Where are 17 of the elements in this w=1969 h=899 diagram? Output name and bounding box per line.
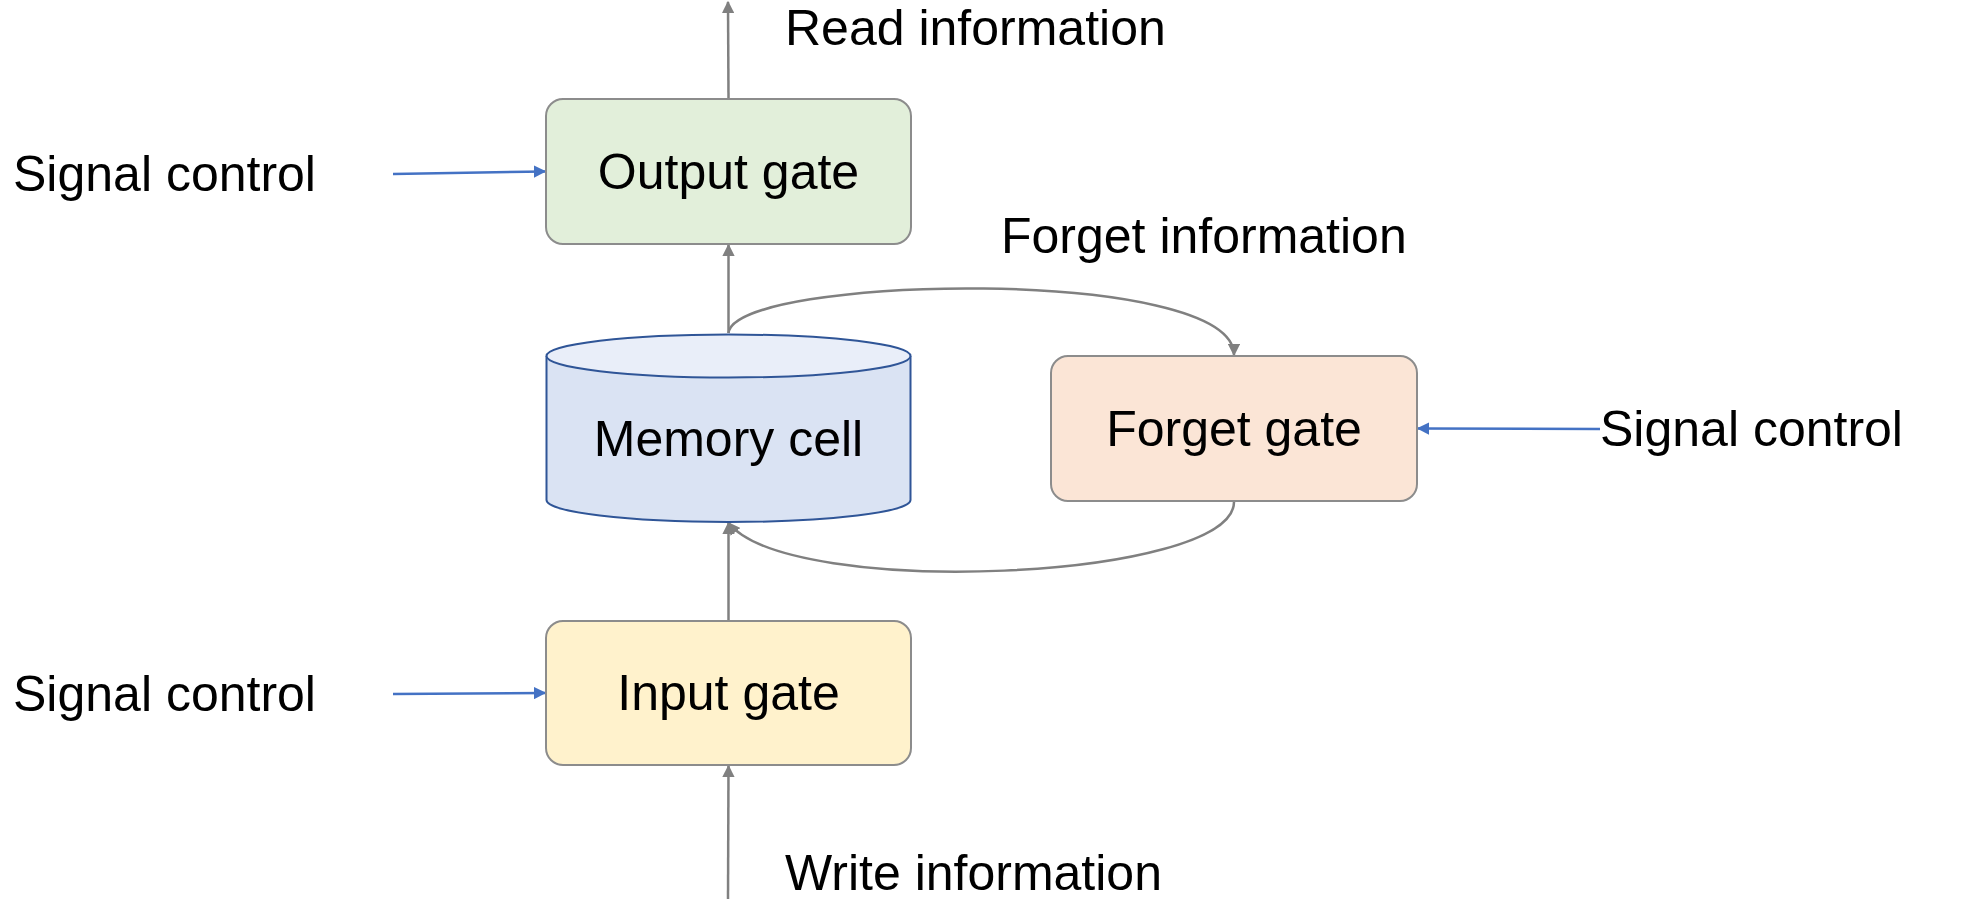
arrow	[721, 0, 735, 98]
curved-arrow	[727, 501, 1236, 573]
text-label: Signal control	[13, 664, 393, 724]
arrow	[392, 165, 547, 178]
arrow	[722, 521, 735, 620]
gate-box	[545, 98, 912, 245]
arrow	[1416, 422, 1600, 435]
arrow	[722, 764, 735, 899]
gate-label: Output gate	[597, 143, 860, 200]
gate-label: Input gate	[617, 665, 840, 721]
arrow	[393, 686, 547, 700]
cylinder-label: Memory cell	[593, 411, 864, 467]
gate-box	[545, 620, 912, 766]
text-label: Signal control	[1600, 399, 1960, 459]
gate-label: Forget gate	[1106, 400, 1362, 457]
text-label: Signal control	[13, 144, 393, 204]
gate-box	[1050, 355, 1418, 502]
